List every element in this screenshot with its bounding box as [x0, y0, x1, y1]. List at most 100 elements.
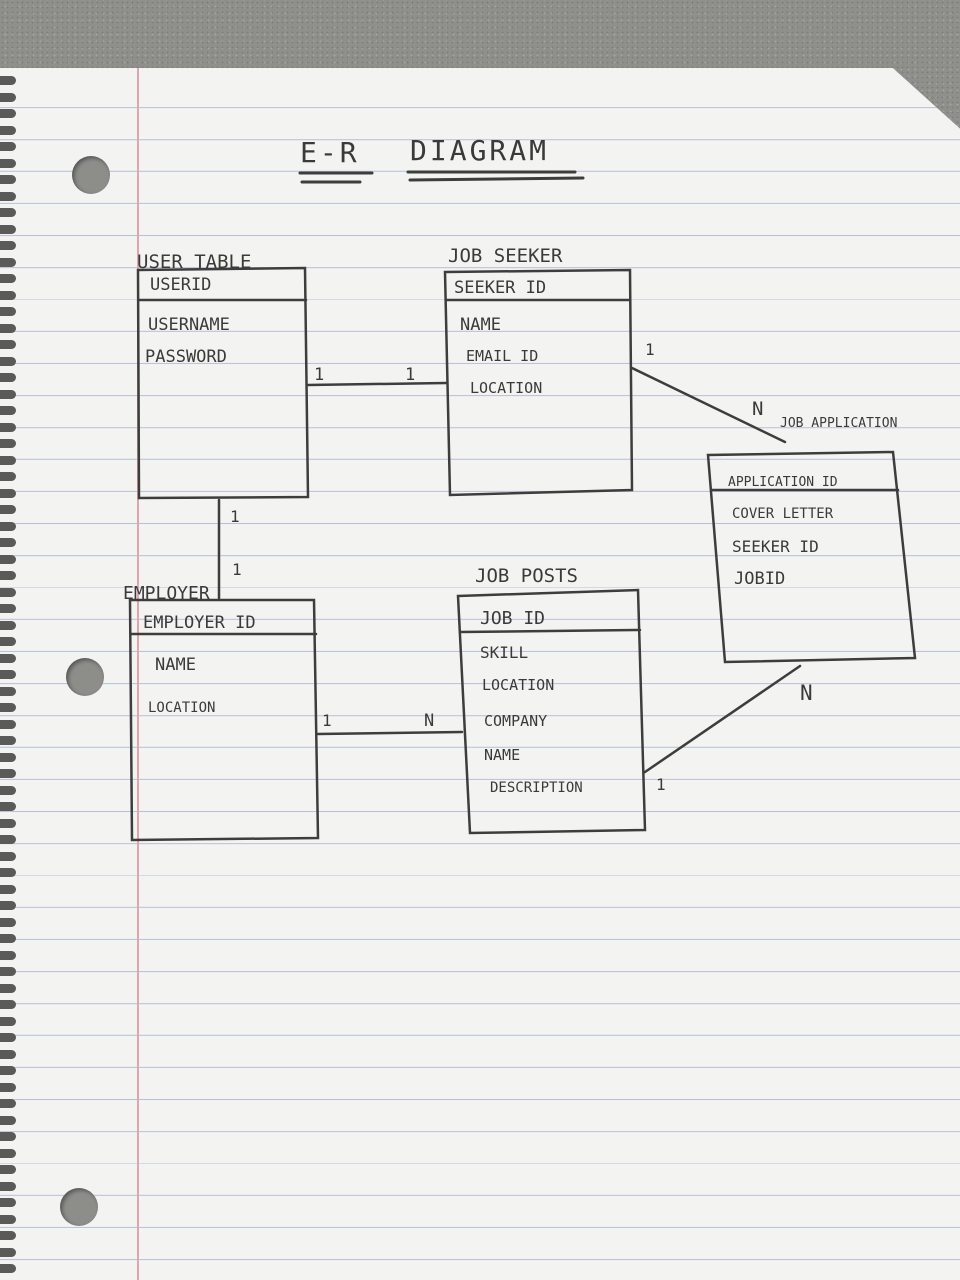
- job-seeker-attr-email: EMAIL ID: [466, 347, 538, 365]
- spiral-loop: [0, 76, 16, 85]
- job-posts-attr-description: DESCRIPTION: [490, 780, 583, 796]
- job-application-attr-cover: COVER LETTER: [732, 506, 834, 522]
- margin-line: [137, 68, 139, 1280]
- spiral-loop: [0, 422, 16, 432]
- spiral-loop: [0, 257, 16, 267]
- spiral-loop: [0, 818, 16, 828]
- cardinality-posts-application-to: N: [800, 681, 813, 705]
- job-posts-attr-skill: SKILL: [480, 643, 528, 662]
- spiral-loop: [0, 554, 16, 564]
- user-table-key: USERID: [150, 275, 211, 295]
- punch-hole-middle: [66, 658, 104, 696]
- spiral-loop: [0, 109, 16, 118]
- spiral-loop: [0, 439, 16, 448]
- spiral-loop: [0, 1115, 16, 1125]
- spiral-loop: [0, 241, 16, 250]
- user-table-attr-username: USERNAME: [148, 315, 230, 335]
- spiral-loop: [0, 406, 16, 415]
- spiral-loop: [0, 389, 16, 399]
- spiral-loop: [0, 1016, 16, 1026]
- spiral-loop: [0, 373, 16, 382]
- job-application-title: JOB APPLICATION: [780, 416, 897, 431]
- spiral-loop: [0, 670, 16, 679]
- cardinality-employer-posts-from: 1: [322, 711, 332, 730]
- employer-attr-name: NAME: [155, 655, 196, 675]
- job-posts-attr-location: LOCATION: [482, 676, 554, 694]
- spiral-loop: [0, 208, 16, 217]
- spiral-loop: [0, 917, 16, 927]
- spiral-loop: [0, 703, 16, 712]
- spiral-loop: [0, 340, 16, 349]
- spiral-loop: [0, 1099, 16, 1108]
- spiral-loop: [0, 901, 16, 910]
- job-posts-divider: [458, 628, 642, 634]
- spiral-loop: [0, 587, 16, 597]
- job-application-attr-seeker: SEEKER ID: [732, 537, 819, 556]
- spiral-loop: [0, 967, 16, 976]
- cardinality-user-employer-to: 1: [232, 560, 242, 579]
- spiral-loop: [0, 158, 16, 168]
- spiral-loop: [0, 538, 16, 547]
- title-er: E-R: [300, 136, 360, 169]
- spiral-loop: [0, 290, 16, 300]
- user-table-box: [136, 266, 310, 500]
- job-posts-attr-company: COMPANY: [484, 712, 547, 730]
- spiral-loop: [0, 224, 16, 234]
- spiral-loop: [0, 1247, 16, 1257]
- spiral-binding: [0, 68, 22, 1280]
- spiral-loop: [0, 274, 16, 283]
- cardinality-seeker-application-from: 1: [645, 340, 655, 359]
- cardinality-employer-posts-to: N: [424, 711, 434, 731]
- title-diagram: DIAGRAM: [410, 134, 549, 167]
- job-seeker-attr-name: NAME: [460, 315, 501, 335]
- job-posts-title: JOB POSTS: [475, 565, 578, 587]
- cardinality-user-seeker-to: 1: [405, 365, 415, 385]
- employer-box: [128, 598, 320, 842]
- cardinality-seeker-application-to: N: [752, 398, 763, 420]
- job-posts-box: [456, 588, 647, 835]
- spiral-loop: [0, 802, 16, 811]
- relationship-seeker-application: [630, 366, 787, 444]
- title-underline-right: [406, 170, 585, 182]
- job-application-box: [706, 450, 917, 664]
- job-application-attr-jobid: JOBID: [734, 569, 785, 589]
- user-table-title: USER TABLE: [137, 251, 251, 273]
- spiral-loop: [0, 851, 16, 861]
- spiral-loop: [0, 1198, 16, 1207]
- employer-attr-location: LOCATION: [148, 700, 215, 716]
- spiral-loop: [0, 1165, 16, 1174]
- spiral-loop: [0, 521, 16, 531]
- spiral-loop: [0, 1148, 16, 1158]
- spiral-loop: [0, 472, 16, 481]
- cardinality-posts-application-from: 1: [656, 775, 666, 794]
- spiral-loop: [0, 191, 16, 201]
- spiral-loop: [0, 1066, 16, 1075]
- user-table-attr-password: PASSWORD: [145, 347, 227, 367]
- title-underline-left: [298, 171, 374, 184]
- spiral-loop: [0, 356, 16, 366]
- spiral-loop: [0, 752, 16, 762]
- spiral-loop: [0, 1214, 16, 1224]
- spiral-loop: [0, 934, 16, 943]
- spiral-loop: [0, 719, 16, 729]
- spiral-loop: [0, 884, 16, 894]
- spiral-loop: [0, 1082, 16, 1092]
- spiral-loop: [0, 323, 16, 333]
- spiral-loop: [0, 307, 16, 316]
- job-seeker-title: JOB SEEKER: [448, 245, 563, 267]
- spiral-loop: [0, 1132, 16, 1141]
- spiral-loop: [0, 950, 16, 960]
- cardinality-user-employer-from: 1: [230, 507, 240, 526]
- spiral-loop: [0, 175, 16, 184]
- spiral-loop: [0, 142, 16, 151]
- relationship-employer-posts: [316, 730, 464, 736]
- spiral-loop: [0, 1033, 16, 1042]
- punch-hole-bottom: [60, 1188, 98, 1226]
- job-application-key: APPLICATION ID: [728, 475, 838, 490]
- spiral-loop: [0, 868, 16, 877]
- spiral-loop: [0, 455, 16, 465]
- spiral-loop: [0, 736, 16, 745]
- cardinality-user-seeker-from: 1: [314, 365, 324, 385]
- spiral-loop: [0, 769, 16, 778]
- spiral-loop: [0, 835, 16, 844]
